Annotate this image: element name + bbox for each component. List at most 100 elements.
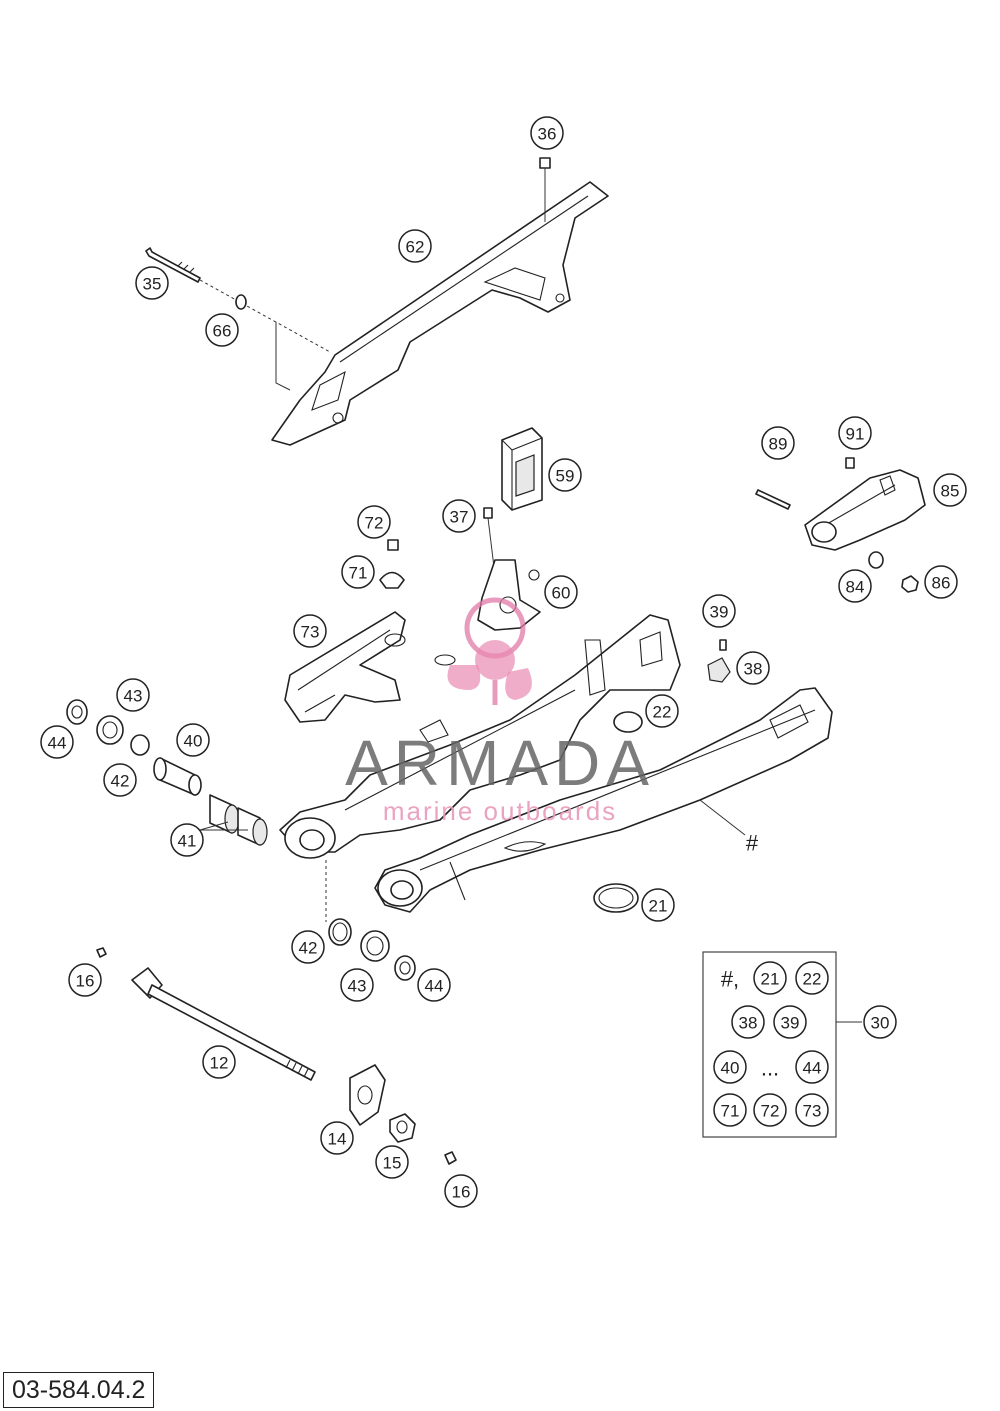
callout-number: 91 [846,425,865,444]
callout-35: 35 [135,266,169,300]
callout-circle [544,575,578,609]
chain-sliding-guard [284,611,406,723]
callout-66: 66 [205,313,239,347]
callout-16: 16 [68,963,102,997]
callout-circle [641,888,675,922]
callout-71: 71 [341,555,375,589]
callout-40: 40 [176,723,210,757]
nut-15 [389,1113,416,1143]
kit-item-label: 21 [761,970,780,989]
pivot-parts-right [325,860,416,981]
kit-item-circle [795,961,829,995]
kit-item-circle [773,1005,807,1039]
callout-number: 44 [48,734,67,753]
callout-circle [933,473,967,507]
callout-60: 60 [544,575,578,609]
callout-72: 72 [357,505,391,539]
watermark-tagline: marine outboards [383,796,617,826]
kit-item-label: #, [721,967,739,992]
callout-number: 36 [538,125,557,144]
callout-37: 37 [442,499,476,533]
callout-number: 39 [710,603,729,622]
chain-guide-bracket [477,507,541,631]
screw-91 [845,457,855,469]
callout-44: 44 [40,725,74,759]
kit-item-circle [795,1093,829,1127]
callout-circle [398,229,432,263]
callout-62: 62 [398,229,432,263]
callout-number: 66 [213,322,232,341]
callout-number: 16 [76,972,95,991]
callout-circle [417,968,451,1002]
pivot-axle [131,967,316,1081]
ring-21 [593,883,639,913]
callout-circle [40,725,74,759]
swingarm [279,614,833,913]
callout-22: 22 [645,694,679,728]
chain-adjuster [804,469,926,551]
washer-66 [235,294,247,310]
callout-number: 14 [328,1130,347,1149]
kit-item: #, [721,967,739,992]
callout-number: 42 [299,939,318,958]
callout-85: 85 [933,473,967,507]
callout-circle [135,266,169,300]
kit-item-circle [795,1050,829,1084]
kit-item: 72 [753,1093,787,1127]
callout-circle [291,930,325,964]
diagram-code-label: 03-584.04.2 [3,1372,155,1408]
kit-item-label: 22 [803,970,822,989]
callout-number: 59 [556,467,575,486]
callout-circle [320,1121,354,1155]
kit-item: 21 [753,961,787,995]
callout-number: 37 [450,508,469,527]
swingarm-hash-marker: # [746,831,759,856]
callout-circle [838,416,872,450]
callout-circle [442,499,476,533]
callout-43: 43 [340,968,374,1002]
callout-circle [340,968,374,1002]
callout-number: 16 [452,1183,471,1202]
callout-number: 86 [932,574,951,593]
propeller-logo-icon [447,597,532,705]
callout-42: 42 [103,763,137,797]
callout-38: 38 [736,651,770,685]
callout-number: 15 [383,1154,402,1173]
callout-43: 43 [116,678,150,712]
callout-42: 42 [291,930,325,964]
callout-number: 40 [184,732,203,751]
armada-watermark: ARMADA marine outboards [345,597,649,826]
callout-number: 42 [111,772,130,791]
nut-16-upper [96,947,107,958]
callout-circle [357,505,391,539]
kit-item: 44 [795,1050,829,1084]
callout-number: 41 [178,832,197,851]
callout-number: 12 [210,1054,229,1073]
kit-item: ... [761,1056,779,1081]
pivot-parts-left [66,699,268,846]
kit-item-label: 72 [761,1102,780,1121]
callout-number: 85 [941,482,960,501]
kit-item-circle [753,961,787,995]
nut-16-lower [444,1151,457,1165]
chain-slider-block [501,427,543,511]
callout-circle [293,614,327,648]
callout-circle [68,963,102,997]
clip-38 [707,657,731,683]
callout-12: 12 [202,1045,236,1079]
washer-84 [868,551,884,569]
callout-circle [205,313,239,347]
callout-36: 36 [530,116,564,150]
kit-item-label: 38 [739,1014,758,1033]
callout-circle [176,723,210,757]
bolt-72 [387,539,399,551]
callout-circle [702,594,736,628]
kit-item-label: 73 [803,1102,822,1121]
callout-number: 84 [846,578,865,597]
callout-circle [924,565,958,599]
kit-item-label: 39 [781,1014,800,1033]
kit-item-label: 44 [803,1059,822,1078]
callout-84: 84 [838,569,872,603]
